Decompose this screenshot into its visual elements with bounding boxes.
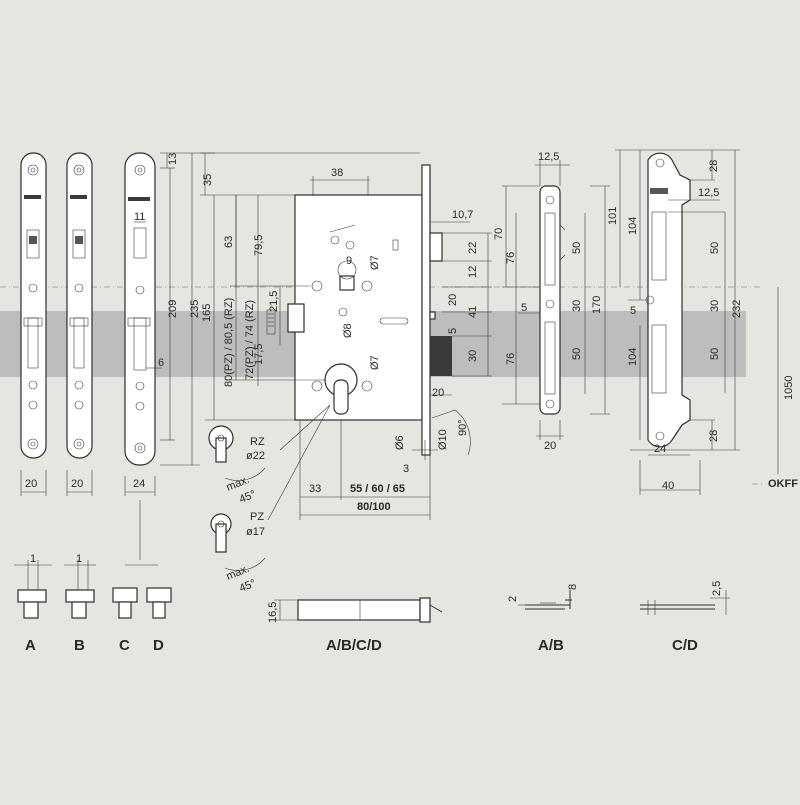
strike-narrow-30: 30 bbox=[571, 300, 583, 312]
dim-dia7-bottom: Ø7 bbox=[369, 355, 381, 370]
strike-ab-dim-8: 8 bbox=[567, 584, 579, 590]
strike-wide-104a: 104 bbox=[627, 217, 639, 235]
dim-165: 165 bbox=[201, 304, 213, 322]
strike-cd-detail bbox=[640, 590, 730, 615]
spindle-details bbox=[14, 560, 172, 619]
strike-ab-dim-2: 2 bbox=[507, 596, 519, 602]
latch-bolt-detail bbox=[274, 597, 443, 623]
pz-cylinder bbox=[210, 513, 266, 571]
strike-narrow-20: 20 bbox=[544, 440, 556, 452]
lock-body-dimensions bbox=[200, 152, 492, 521]
dim-9: 9 bbox=[346, 255, 352, 267]
dim-33: 33 bbox=[309, 483, 321, 495]
spindle-label-c: C bbox=[119, 637, 130, 654]
strike-wide-50b: 50 bbox=[709, 348, 721, 360]
faceplate-dim-235: 235 bbox=[189, 300, 201, 318]
faceplate-dim-209: 209 bbox=[167, 300, 179, 318]
strike-narrow-170: 170 bbox=[591, 296, 603, 314]
dim-35: 35 bbox=[202, 174, 214, 186]
faceplate-dimensions bbox=[20, 152, 215, 560]
faceplate-c-width: 24 bbox=[133, 478, 145, 490]
floor-height: 1050 bbox=[783, 376, 795, 400]
dim-63: 63 bbox=[223, 236, 235, 248]
strike-ab-detail bbox=[518, 590, 572, 610]
strike-narrow-50a: 50 bbox=[571, 242, 583, 254]
latch-bolt-label: A/B/C/D bbox=[326, 637, 382, 654]
dim-depth: 80/100 bbox=[357, 501, 391, 513]
dim-90: 90° bbox=[457, 419, 469, 436]
strike-narrow-76a: 76 bbox=[505, 252, 517, 264]
strike-narrow-70: 70 bbox=[493, 228, 505, 240]
dim-backset: 55 / 60 / 65 bbox=[350, 483, 405, 495]
dim-41: 41 bbox=[467, 306, 479, 318]
strike-ab-label: A/B bbox=[538, 637, 564, 654]
dim-pz-rz-2: 72(PZ) / 74 (RZ) bbox=[244, 300, 256, 380]
dim-20a: 20 bbox=[447, 294, 459, 306]
dim-12: 12 bbox=[467, 266, 479, 278]
dim-79-5: 79,5 bbox=[253, 235, 265, 256]
dim-22: 22 bbox=[467, 242, 479, 254]
rz-dia: ø22 bbox=[246, 450, 265, 462]
strike-wide-28b: 28 bbox=[708, 430, 720, 442]
dim-dia10: Ø10 bbox=[437, 429, 449, 450]
strike-wide-12-5: 12,5 bbox=[698, 187, 719, 199]
faceplate-a-width: 20 bbox=[25, 478, 37, 490]
dim-pz-rz: 80(PZ) / 80,5 (RZ) bbox=[223, 298, 235, 387]
strike-narrow-dimensions bbox=[502, 160, 610, 440]
faceplate-dim-11: 11 bbox=[134, 211, 145, 223]
strike-wide-28a: 28 bbox=[708, 160, 720, 172]
strike-plate-wide bbox=[645, 152, 691, 448]
dim-17-5: 17,5 bbox=[253, 344, 265, 365]
pz-label: PZ bbox=[250, 511, 264, 523]
strike-wide-24: 24 bbox=[654, 443, 666, 455]
strike-wide-104b: 104 bbox=[627, 348, 639, 366]
dim-5: 5 bbox=[447, 328, 459, 334]
strike-wide-dimensions bbox=[615, 149, 740, 495]
dim-21-5: 21,5 bbox=[268, 291, 280, 312]
rz-label: RZ bbox=[250, 436, 265, 448]
spindle-a-dim: 1 bbox=[30, 553, 36, 565]
faceplate-dim-6: 6 bbox=[158, 357, 164, 369]
strike-narrow-12-5: 12,5 bbox=[538, 151, 559, 163]
strike-wide-40: 40 bbox=[662, 480, 674, 492]
strike-cd-label: C/D bbox=[672, 637, 698, 654]
faceplate-c bbox=[124, 152, 156, 466]
spindle-b-dim: 1 bbox=[76, 553, 82, 565]
spindle-label-d: D bbox=[153, 637, 164, 654]
rz-cylinder bbox=[208, 425, 266, 481]
dim-30: 30 bbox=[467, 350, 479, 362]
dim-3: 3 bbox=[403, 463, 409, 475]
dim-38: 38 bbox=[331, 167, 343, 179]
pz-dia: ø17 bbox=[246, 526, 265, 538]
strike-narrow-76b: 76 bbox=[505, 353, 517, 365]
dim-10-7: 10,7 bbox=[452, 209, 473, 221]
dim-dia8: Ø8 bbox=[342, 323, 354, 338]
faceplate-b bbox=[66, 152, 93, 459]
rz-angle: 45° bbox=[238, 488, 258, 505]
dim-dia7-top: Ø7 bbox=[369, 255, 381, 270]
faceplate-b-width: 20 bbox=[71, 478, 83, 490]
dim-20b: 20 bbox=[432, 387, 444, 399]
faceplate-a bbox=[20, 152, 47, 459]
latch-bolt-dim: 16,5 bbox=[267, 602, 279, 623]
strike-wide-50a: 50 bbox=[709, 242, 721, 254]
floor-label: OKFF bbox=[768, 478, 798, 490]
strike-wide-30: 30 bbox=[709, 300, 721, 312]
floor-dimension bbox=[752, 287, 779, 485]
strike-wide-5: 5 bbox=[630, 305, 636, 317]
pz-angle: 45° bbox=[238, 577, 258, 594]
faceplate-dim-13: 13 bbox=[167, 153, 179, 165]
strike-wide-232: 232 bbox=[731, 300, 743, 318]
spindle-label-a: A bbox=[25, 637, 36, 654]
strike-wide-101: 101 bbox=[607, 207, 619, 225]
strike-cd-dim: 2,5 bbox=[711, 581, 723, 596]
strike-narrow-50b: 50 bbox=[571, 348, 583, 360]
strike-narrow-5: 5 bbox=[521, 302, 527, 314]
spindle-label-b: B bbox=[74, 637, 85, 654]
strike-plate-narrow bbox=[539, 185, 566, 415]
dim-dia6: Ø6 bbox=[394, 435, 406, 450]
lock-body bbox=[266, 164, 452, 456]
